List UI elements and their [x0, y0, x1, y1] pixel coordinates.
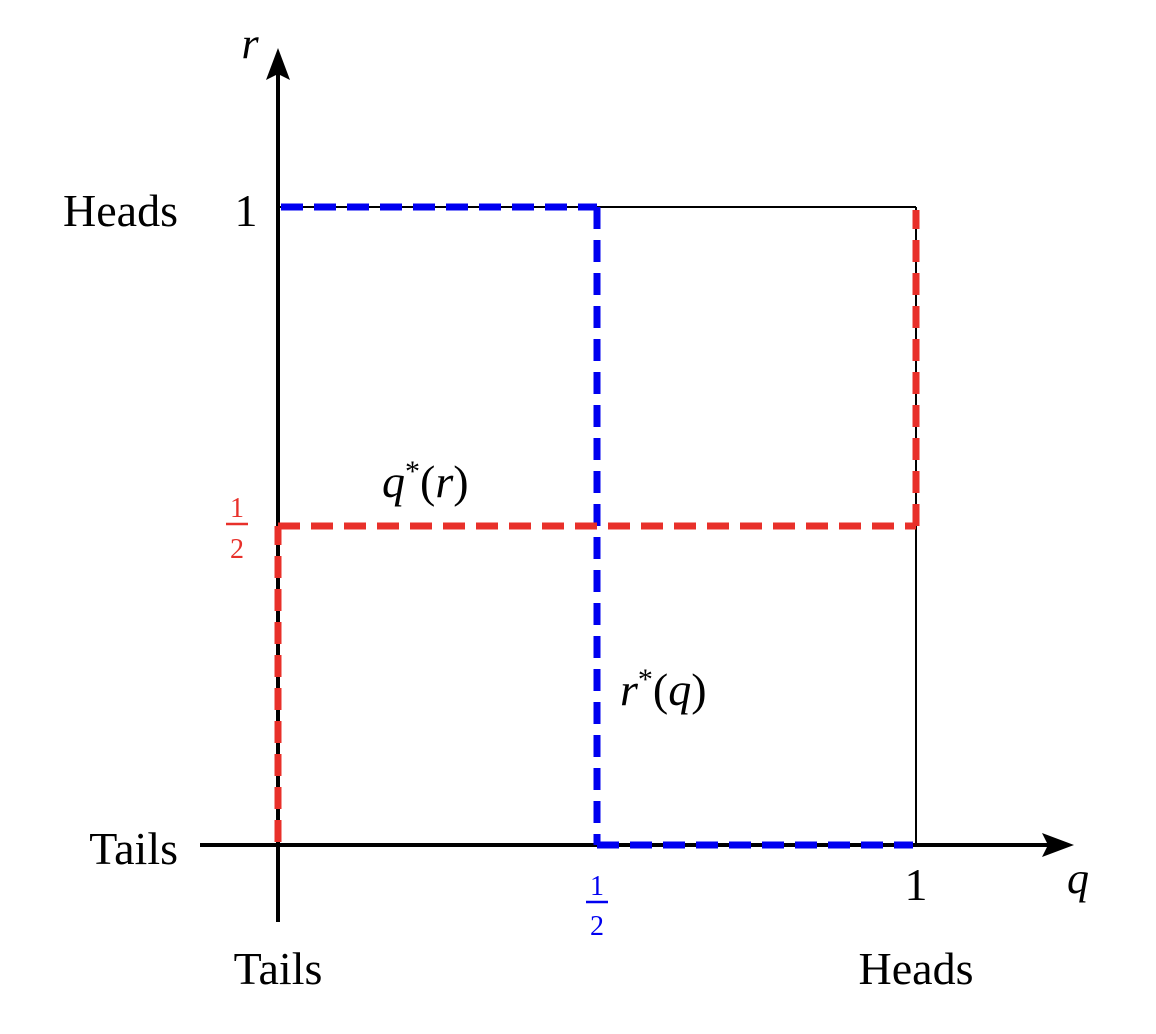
- y-half-numerator: 1: [230, 493, 244, 524]
- x-half-denominator: 2: [590, 911, 604, 942]
- y-axis-arrow-icon: [266, 48, 290, 80]
- x-axis-symbol: q: [1067, 854, 1089, 903]
- x-right-label: Heads: [859, 943, 974, 994]
- q-star-name: q: [382, 456, 405, 507]
- r-star-name: r: [620, 664, 639, 715]
- x-half-tick: 1 2: [586, 871, 608, 942]
- x-left-label: Tails: [234, 943, 323, 994]
- q-star-label: q*(r): [382, 455, 469, 507]
- x-tick-one: 1: [905, 859, 928, 910]
- x-axis-arrow-icon: [1042, 833, 1074, 857]
- r-star-label: r*(q): [620, 663, 707, 715]
- y-axis-symbol: r: [241, 19, 259, 68]
- y-top-label: Heads: [63, 185, 178, 236]
- y-half-tick: 1 2: [226, 493, 248, 565]
- y-tick-one: 1: [235, 185, 258, 236]
- y-bottom-label: Tails: [89, 823, 178, 874]
- x-half-numerator: 1: [590, 871, 604, 902]
- r-star-arg: q: [668, 664, 691, 715]
- y-half-denominator: 2: [230, 534, 244, 565]
- q-star-arg: r: [435, 456, 454, 507]
- q-star-asterisk: *: [405, 455, 420, 488]
- r-star-asterisk: *: [638, 663, 653, 696]
- q-star-best-response: [274, 210, 920, 842]
